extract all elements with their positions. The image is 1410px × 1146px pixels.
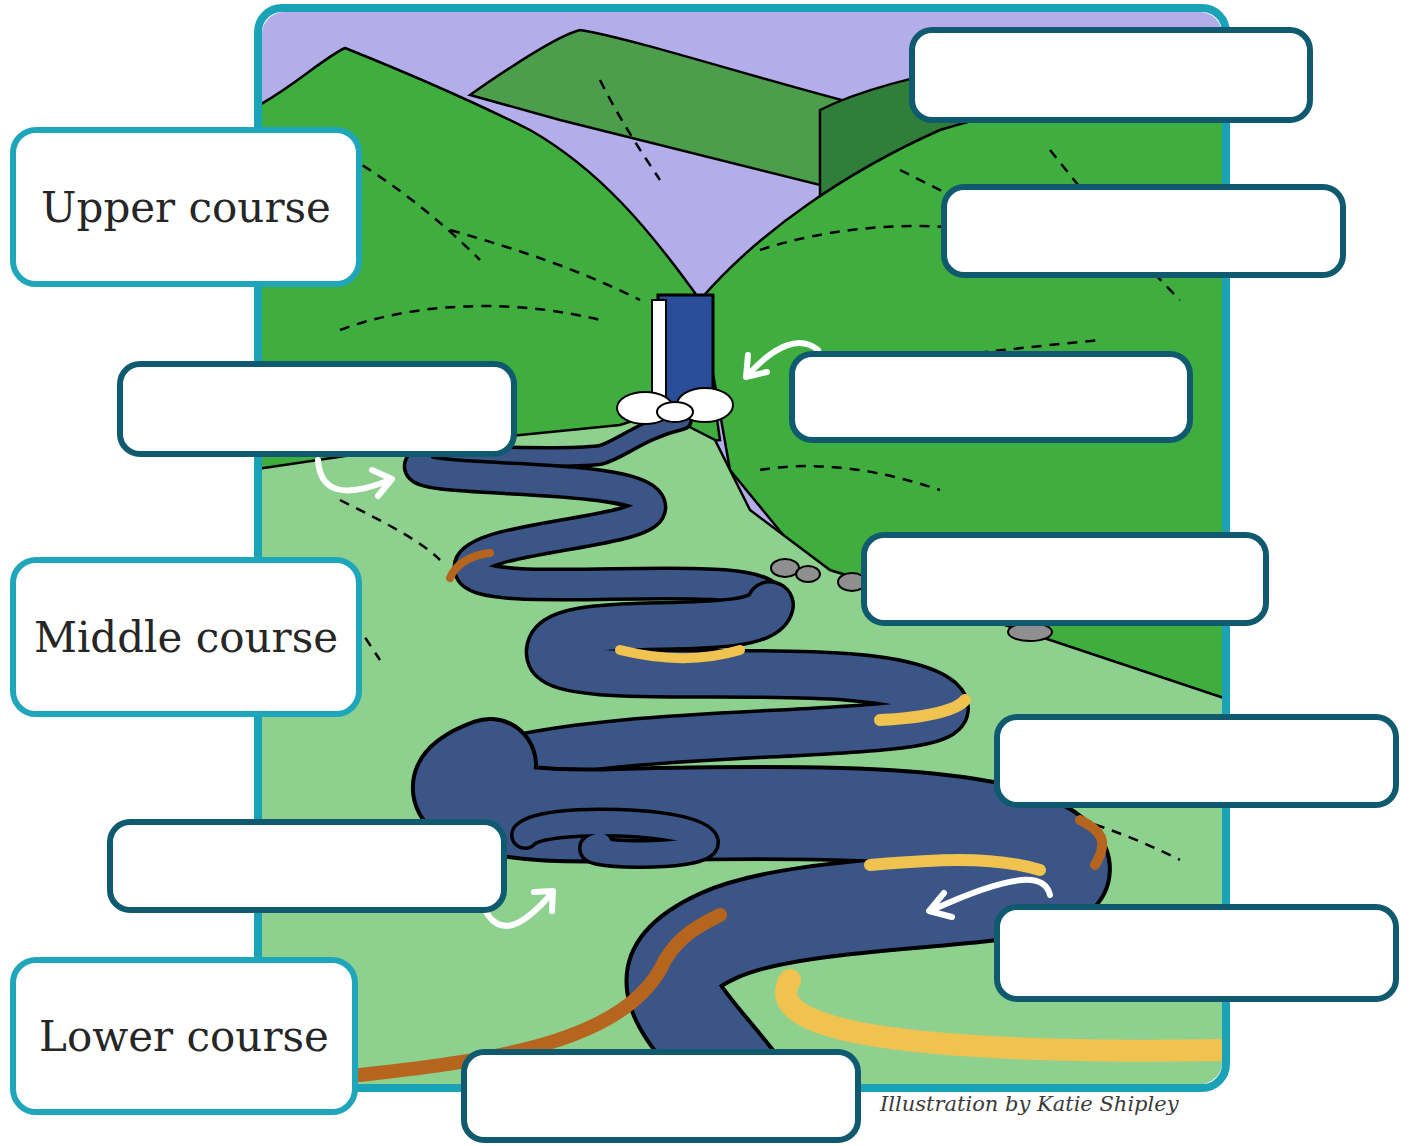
blank-label-box xyxy=(110,822,504,910)
slip-off-slope xyxy=(870,860,1040,870)
course-box: Upper course xyxy=(10,127,362,287)
rock xyxy=(771,559,799,577)
illustration-credit: Illustration by Katie Shipley xyxy=(880,1092,1179,1116)
blank-label-box xyxy=(464,1052,858,1140)
blank-label-box xyxy=(944,187,1343,275)
course-label: Upper course xyxy=(41,183,331,232)
texture-line xyxy=(340,306,600,330)
splash xyxy=(617,388,733,424)
river-outline xyxy=(490,605,945,765)
texture-line xyxy=(340,500,440,560)
river-cliff xyxy=(1080,820,1102,865)
course-box: Middle course xyxy=(10,557,362,717)
course-box: Lower course xyxy=(10,957,358,1115)
texture-line xyxy=(760,466,940,490)
splash-foam xyxy=(657,402,693,422)
oxbow-outline xyxy=(525,822,705,854)
slip-off-slope xyxy=(620,650,740,658)
river-cliff xyxy=(450,553,490,578)
rock xyxy=(796,566,820,582)
course-label: Lower course xyxy=(39,1012,329,1061)
slip-off-slope xyxy=(880,700,965,720)
texture-line xyxy=(600,80,660,180)
blank-label-box xyxy=(912,30,1310,120)
river-channel xyxy=(490,605,945,765)
blank-label-box xyxy=(120,364,514,454)
pointer-arrow xyxy=(318,460,392,496)
river-outline xyxy=(420,465,771,605)
texture-line xyxy=(450,230,640,300)
course-label: Middle course xyxy=(34,613,338,662)
blank-label-box xyxy=(997,717,1396,805)
river-channel xyxy=(420,465,771,605)
blank-label-box xyxy=(792,354,1190,440)
blank-label-box xyxy=(997,907,1396,999)
oxbow-lake xyxy=(525,822,705,854)
blank-label-box xyxy=(864,535,1266,623)
river xyxy=(420,420,1064,1084)
